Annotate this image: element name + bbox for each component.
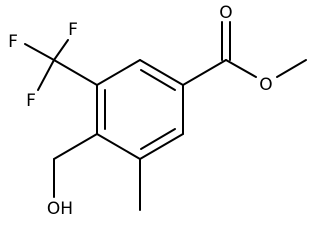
bond-c-to-f-lower [37,59,55,91]
atom-label-carbonyl-oxygen: O [219,3,232,23]
atom-label-fluorine-lower: F [26,91,36,111]
bond-ring-to-ch2 [53,133,98,160]
ring-bond-c1-c2 [139,59,184,86]
benzene-ring [96,59,184,160]
atom-label-fluorine-left: F [8,32,18,52]
ring-double-bond-c3-c4 [140,128,176,150]
ring-bond-c4-c5 [96,133,141,160]
atom-label-ester-oxygen: O [259,75,272,95]
bond-ring-to-carbonyl [182,59,227,86]
bond-c-to-f-left [24,43,55,61]
bond-ring-to-cf3 [53,59,98,86]
bond-carbonyl-to-ester-o [225,59,257,78]
ring-bond-c6-c1 [96,59,141,86]
atom-label-fluorine-top: F [68,20,78,40]
atom-label-hydroxyl: OH [47,199,73,219]
ring-bond-c3-c4 [139,133,184,160]
bond-c-to-f-top [53,39,69,61]
hydroxymethyl-group: OH [47,133,98,219]
chemical-structure: O O F F F OH [8,3,307,219]
bond-ester-o-to-methyl [276,59,307,78]
methyl-ester-group: O O [182,3,307,95]
trifluoromethyl-group: F F F [8,20,98,111]
ring-double-bond-c1-c2 [140,69,176,91]
